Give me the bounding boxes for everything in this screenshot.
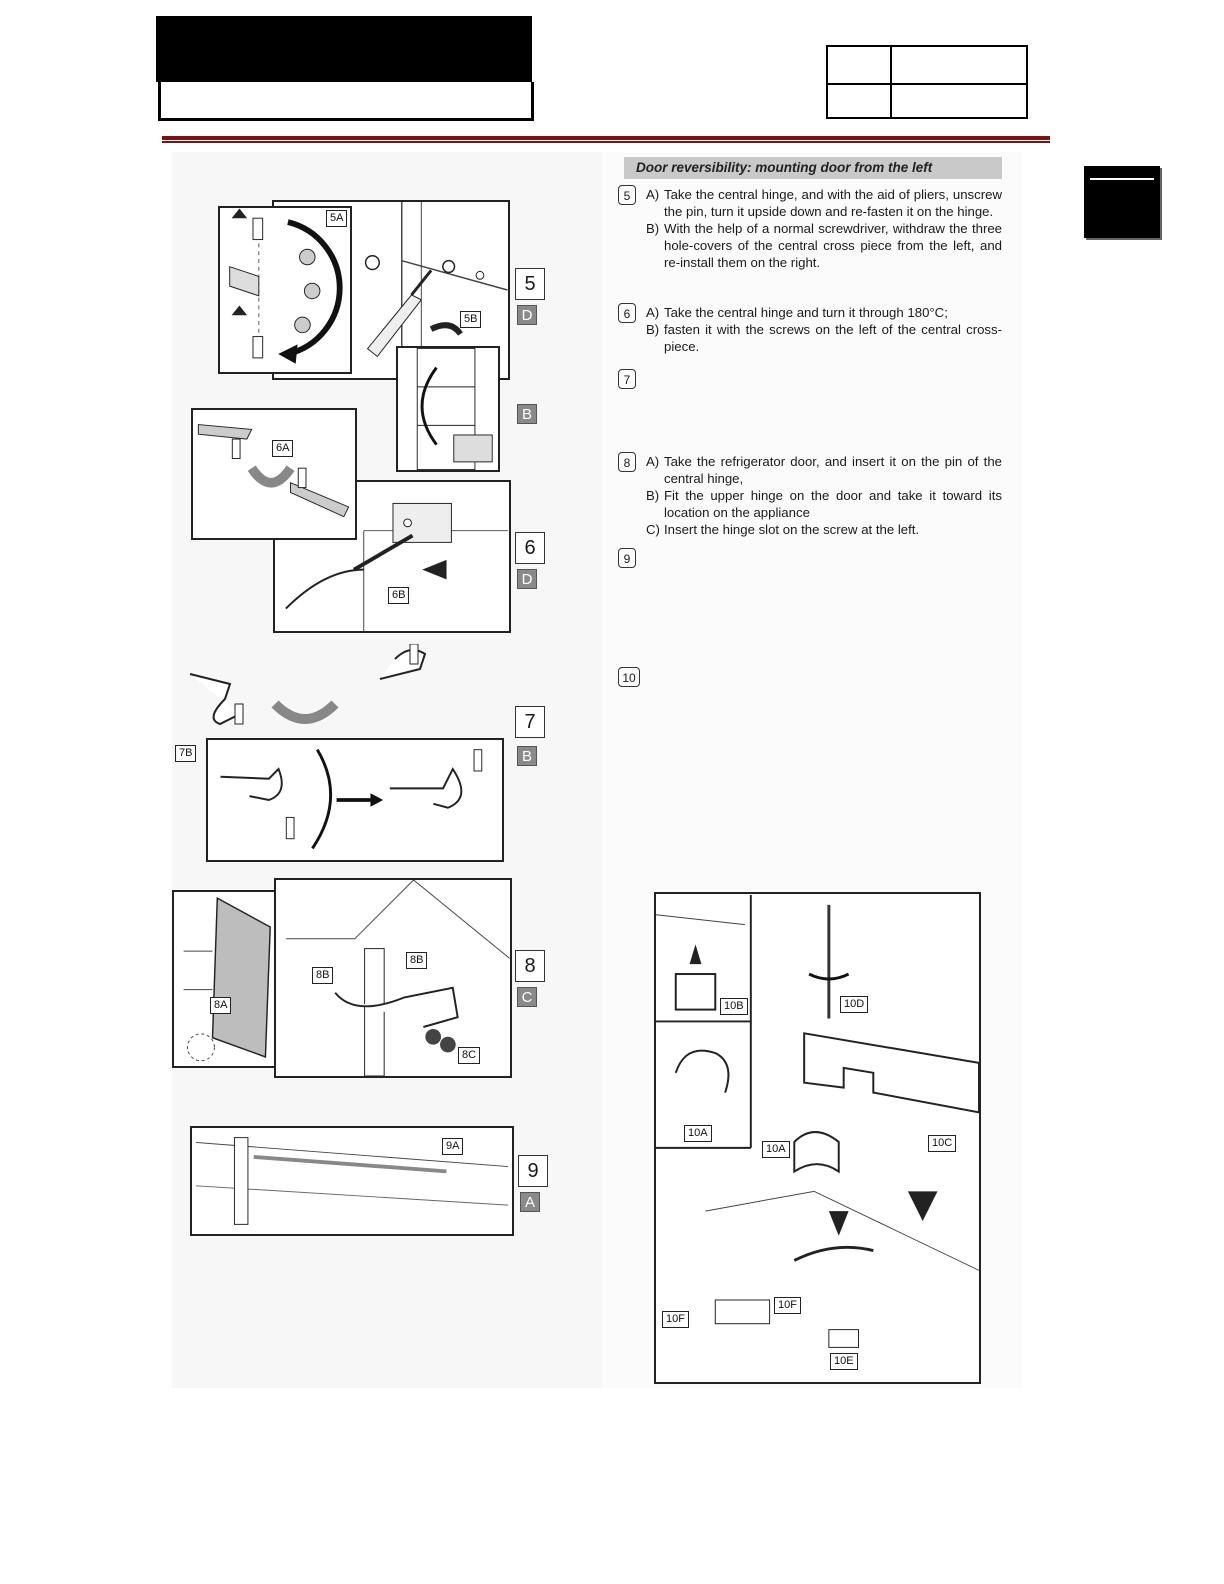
step-5-badge: 5	[515, 268, 545, 300]
callout-5a: 5A	[326, 210, 348, 227]
callout-10a: 10A	[762, 1141, 790, 1158]
step-6-badge: 6	[515, 532, 545, 564]
step-number: 9	[618, 548, 636, 568]
callout-8a: 8A	[210, 997, 232, 1014]
step-number: 8	[618, 452, 636, 472]
callout-10c: 10C	[928, 1135, 957, 1152]
figure-9	[190, 1126, 514, 1236]
section-title: Door reversibility: mounting door from t…	[624, 157, 1002, 179]
step-number: 7	[618, 369, 636, 389]
callout-10f-right: 10F	[774, 1297, 801, 1314]
figure-7-top	[180, 643, 440, 740]
figure-5b-inset	[396, 346, 500, 472]
step-item: B)Fit the upper hinge on the door and ta…	[646, 488, 1002, 520]
callout-6a: 6A	[272, 440, 294, 457]
header-title-block	[156, 16, 532, 82]
step-item: B)fasten it with the screws on the left …	[646, 322, 1002, 354]
callout-10e: 10E	[830, 1353, 858, 1370]
figure-10	[654, 892, 981, 1384]
header-divider	[162, 136, 1050, 140]
header-divider-thin	[162, 141, 1050, 143]
callout-9a: 9A	[442, 1138, 464, 1155]
callout-8b-left: 8B	[312, 967, 334, 984]
figure-5a-inset	[218, 206, 352, 374]
step-7-letter: B	[517, 746, 537, 766]
side-language-tab	[1084, 166, 1160, 238]
callout-8c: 8C	[458, 1047, 481, 1064]
reference-table	[826, 45, 1028, 119]
callout-10d: 10D	[840, 996, 869, 1013]
step-number: 5	[618, 185, 636, 205]
callout-10b: 10B	[720, 998, 748, 1015]
figure-6a-inset	[191, 408, 357, 540]
callout-6b: 6B	[388, 587, 410, 604]
step-9-badge: 9	[518, 1155, 548, 1187]
figure-8a-inset	[172, 890, 278, 1068]
step-item: C)Insert the hinge slot on the screw at …	[646, 522, 920, 537]
figure-7b-inset	[206, 738, 504, 862]
callout-7b: 7B	[175, 745, 197, 762]
callout-5b: 5B	[460, 311, 482, 328]
step-number: 10	[618, 667, 640, 687]
callout-10a-inset: 10A	[684, 1125, 712, 1142]
callout-8b-right: 8B	[406, 952, 428, 969]
step-5-letter-b: B	[517, 404, 537, 424]
step-item: A)Take the central hinge and turn it thr…	[646, 305, 948, 320]
callout-10f-left: 10F	[662, 1311, 689, 1328]
step-7-badge: 7	[515, 706, 545, 738]
step-6-letter: D	[517, 569, 537, 589]
step-9-letter: A	[520, 1192, 540, 1212]
step-8-badge: 8	[515, 950, 545, 982]
step-item: A)Take the central hinge, and with the a…	[646, 187, 1002, 219]
step-number: 6	[618, 303, 636, 323]
step-5-letter: D	[517, 305, 537, 325]
step-item: A)Take the refrigerator door, and insert…	[646, 454, 1002, 486]
step-item: B)With the help of a normal screwdriver,…	[646, 221, 1002, 270]
step-8-letter: C	[517, 987, 537, 1007]
header-subtitle-block	[158, 82, 534, 121]
